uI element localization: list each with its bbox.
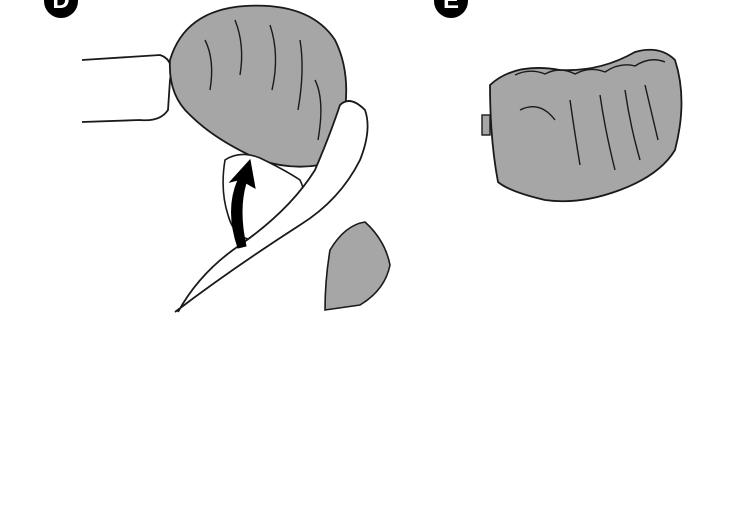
- shoe-cover-illustration: [490, 50, 682, 201]
- step-e-illustration: [420, 0, 736, 330]
- cover-shape: [170, 6, 346, 167]
- cover-tab: [482, 115, 490, 135]
- left-hand-illustration: [82, 55, 171, 122]
- step-e-panel: E: [420, 0, 736, 330]
- step-d-panel: D: [0, 0, 420, 330]
- dangling-cover: [325, 222, 390, 310]
- step-d-illustration: [0, 0, 420, 330]
